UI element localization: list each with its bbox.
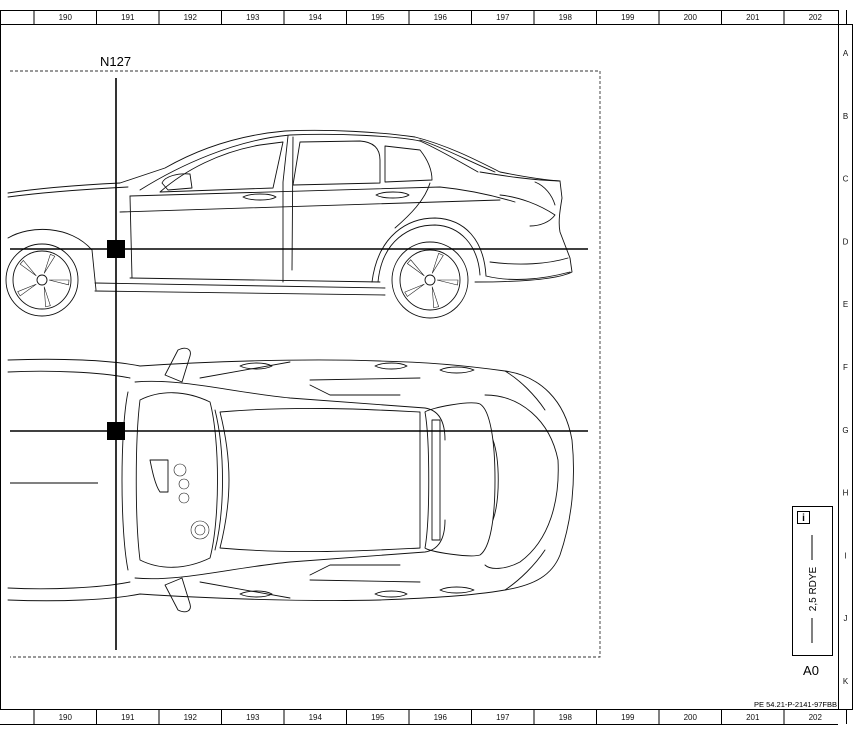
row-label: J — [844, 614, 848, 623]
column-label-bottom: 195 — [371, 713, 385, 722]
car-side-view — [5, 129, 573, 319]
column-label-bottom: 194 — [309, 713, 323, 722]
row-label: K — [843, 677, 849, 686]
column-label-bottom: 201 — [746, 713, 760, 722]
column-header-top: 190 191 192 193 194 195 196 197 198 199 200 201 202 — [0, 10, 847, 25]
component-id: N127 — [100, 54, 131, 69]
row-label: G — [842, 426, 848, 435]
column-header-bottom: 190 191 192 193 194 195 196 197 198 199 200 201 202 — [0, 709, 847, 725]
row-label: I — [844, 551, 846, 560]
column-label-top: 193 — [246, 13, 260, 22]
row-label: A — [843, 49, 849, 58]
row-label: H — [843, 489, 849, 498]
row-label: F — [843, 363, 848, 372]
column-label-bottom: 190 — [59, 713, 73, 722]
column-label-bottom: 193 — [246, 713, 260, 722]
column-label-top: 196 — [434, 13, 448, 22]
column-label-top: 190 — [59, 13, 73, 22]
column-label-top: 192 — [184, 13, 198, 22]
column-label-top: 200 — [684, 13, 698, 22]
row-index: ABCDEFGHIJKL — [842, 49, 849, 686]
column-label-bottom: 202 — [809, 713, 823, 722]
column-label-top: 201 — [746, 13, 760, 22]
column-label-top: 195 — [371, 13, 385, 22]
column-label-bottom: 196 — [434, 713, 448, 722]
row-label: B — [843, 112, 848, 121]
svg-text:i: i — [802, 513, 805, 524]
document-code: PE 54.21-P-2141-97FBB — [754, 700, 837, 709]
connector-label: A0 — [803, 663, 819, 678]
row-label: C — [843, 175, 849, 184]
column-label-bottom: 199 — [621, 713, 635, 722]
column-label-top: 198 — [559, 13, 573, 22]
column-label-bottom: 191 — [121, 713, 135, 722]
column-label-bottom: 198 — [559, 713, 573, 722]
column-label-top: 202 — [809, 13, 823, 22]
column-label-bottom: 197 — [496, 713, 510, 722]
column-label-top: 194 — [309, 13, 323, 22]
column-label-top: 197 — [496, 13, 510, 22]
row-label: D — [843, 237, 849, 246]
info-icon — [797, 511, 810, 524]
column-label-top: 191 — [121, 13, 135, 22]
row-label: E — [843, 300, 848, 309]
drawing-frame — [0, 10, 839, 710]
location-marker-side — [107, 240, 125, 258]
connector-box: i 2,5 RDYE A0 — [792, 506, 833, 678]
column-label-bottom: 192 — [184, 713, 198, 722]
wire-spec: 2,5 RDYE — [808, 566, 819, 611]
column-label-top: 199 — [621, 13, 635, 22]
location-marker-top — [107, 422, 125, 440]
component-boundary — [10, 70, 601, 658]
car-top-view — [7, 347, 574, 613]
column-label-bottom: 200 — [684, 713, 698, 722]
row-index-strip — [838, 24, 853, 710]
